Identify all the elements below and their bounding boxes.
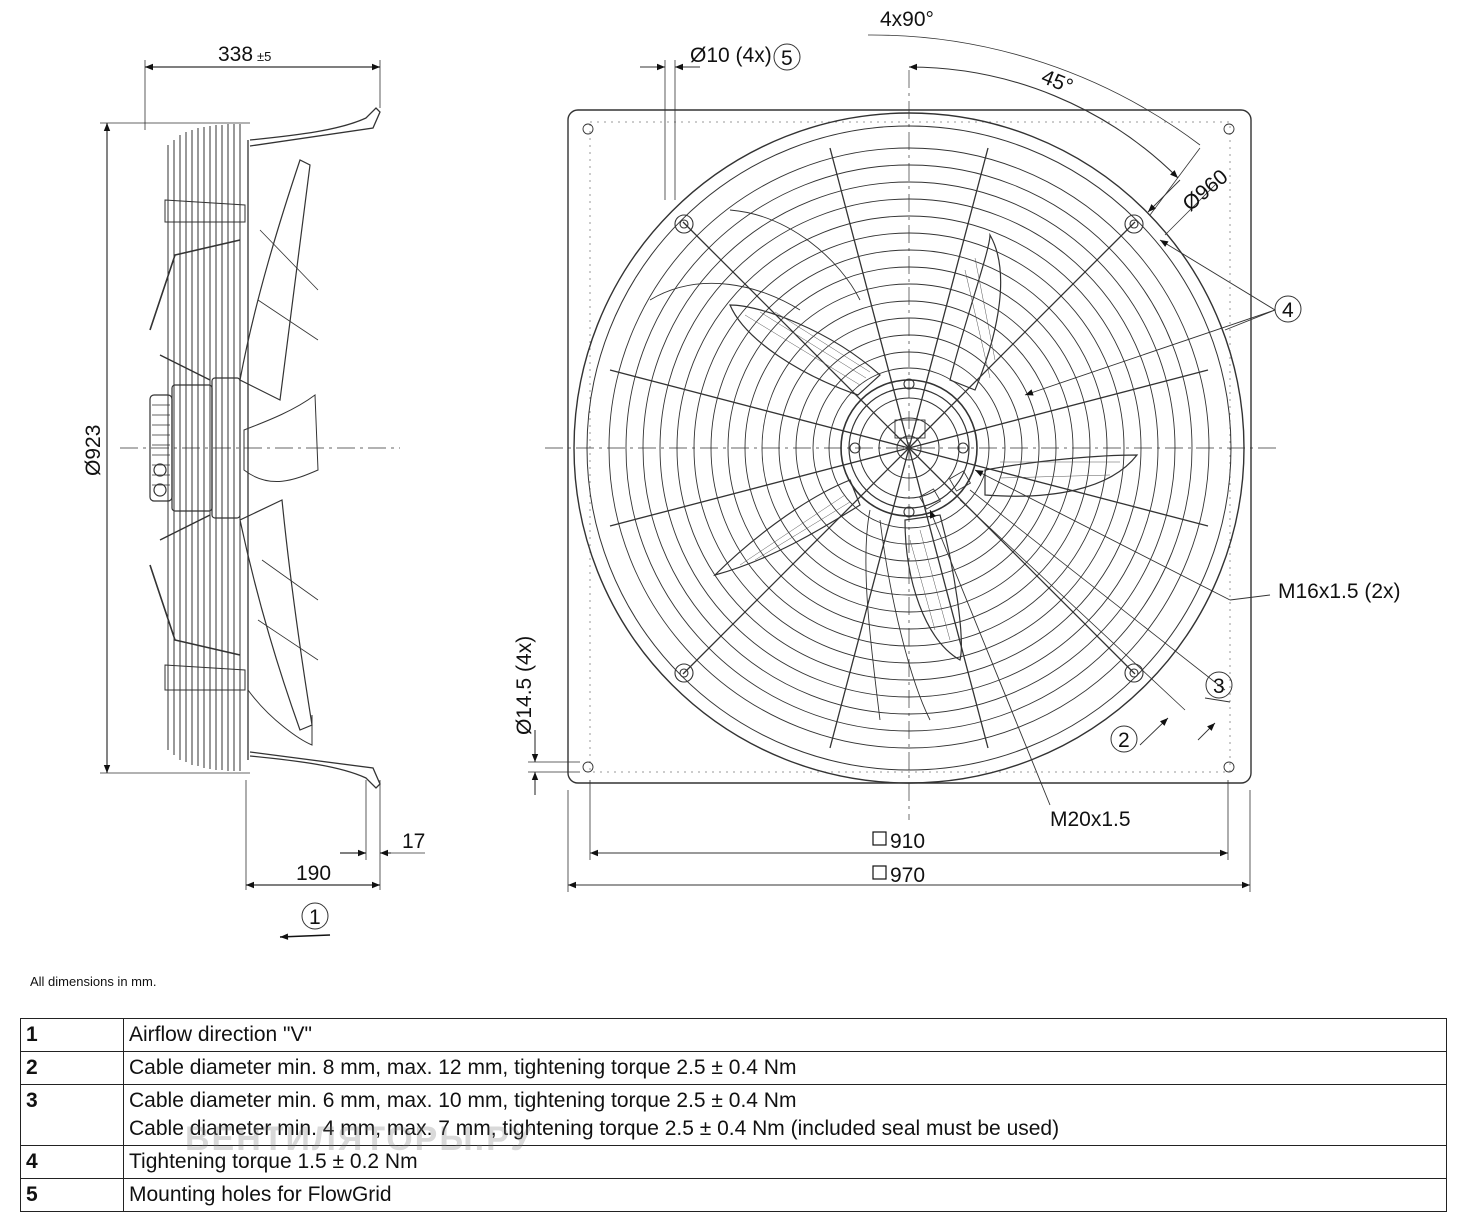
side-depth-label: 338	[218, 43, 253, 66]
legend-number: 1	[20, 1018, 124, 1052]
callout-3-number: 3	[1213, 675, 1225, 698]
callout-4-number: 4	[1282, 299, 1294, 322]
callout-2: 2	[1110, 725, 1138, 753]
technical-drawing: 338 ±5 Ø923 190 17 1	[82, 8, 1401, 940]
legend-number: 2	[20, 1051, 124, 1085]
legend-line: Cable diameter min. 6 mm, max. 10 mm, ti…	[129, 1089, 797, 1112]
side-depth-190-label: 190	[296, 862, 331, 885]
side-depth-tolerance: ±5	[257, 49, 271, 64]
legend-line: Cable diameter min. 4 mm, max. 7 mm, tig…	[129, 1117, 1060, 1140]
legend-description: Mounting holes for FlowGrid	[123, 1178, 1447, 1212]
side-flange-17-label: 17	[402, 830, 425, 853]
legend-description: Tightening torque 1.5 ± 0.2 Nm	[123, 1145, 1447, 1179]
callout-4: 4	[1274, 295, 1302, 323]
legend-line: Mounting holes for FlowGrid	[129, 1183, 392, 1206]
square-970-dimension: 970	[872, 864, 925, 887]
units-note: All dimensions in mm.	[30, 974, 157, 989]
flowgrid-callout-number: 5	[781, 47, 793, 70]
legend-number: 4	[20, 1145, 124, 1179]
square-910-label: 910	[890, 830, 925, 853]
square-910-dimension: 910	[872, 830, 925, 853]
flowgrid-callout: 5	[773, 43, 801, 71]
legend-description: Cable diameter min. 6 mm, max. 10 mm, ti…	[123, 1084, 1447, 1146]
gland-m20-label: M20x1.5	[1050, 808, 1131, 831]
mount-holes-label: Ø14.5 (4x)	[513, 636, 536, 735]
flowgrid-holes-label: Ø10 (4x)	[690, 44, 772, 67]
angle-45-label: 45°	[1038, 65, 1076, 98]
gland-m16-label: M16x1.5 (2x)	[1278, 580, 1401, 603]
side-diameter-label: Ø923	[82, 425, 105, 476]
legend-description: Airflow direction "V"	[123, 1018, 1447, 1052]
legend-line: Tightening torque 1.5 ± 0.2 Nm	[129, 1150, 418, 1173]
bolt-circle-label: Ø960	[1178, 165, 1232, 216]
airflow-callout: 1	[279, 902, 331, 940]
callout-3: 3	[1205, 671, 1233, 699]
legend-line: Cable diameter min. 8 mm, max. 12 mm, ti…	[129, 1056, 797, 1079]
callout-2-number: 2	[1118, 729, 1130, 752]
legend-number: 3	[20, 1084, 124, 1146]
legend-number: 5	[20, 1178, 124, 1212]
front-view	[528, 34, 1280, 892]
legend-line: Airflow direction "V"	[129, 1023, 312, 1046]
legend-description: Cable diameter min. 8 mm, max. 12 mm, ti…	[123, 1051, 1447, 1085]
airflow-callout-number: 1	[309, 906, 321, 929]
side-view	[100, 60, 425, 890]
square-970-label: 970	[890, 864, 925, 887]
angle-pitch-label: 4x90°	[880, 8, 934, 31]
